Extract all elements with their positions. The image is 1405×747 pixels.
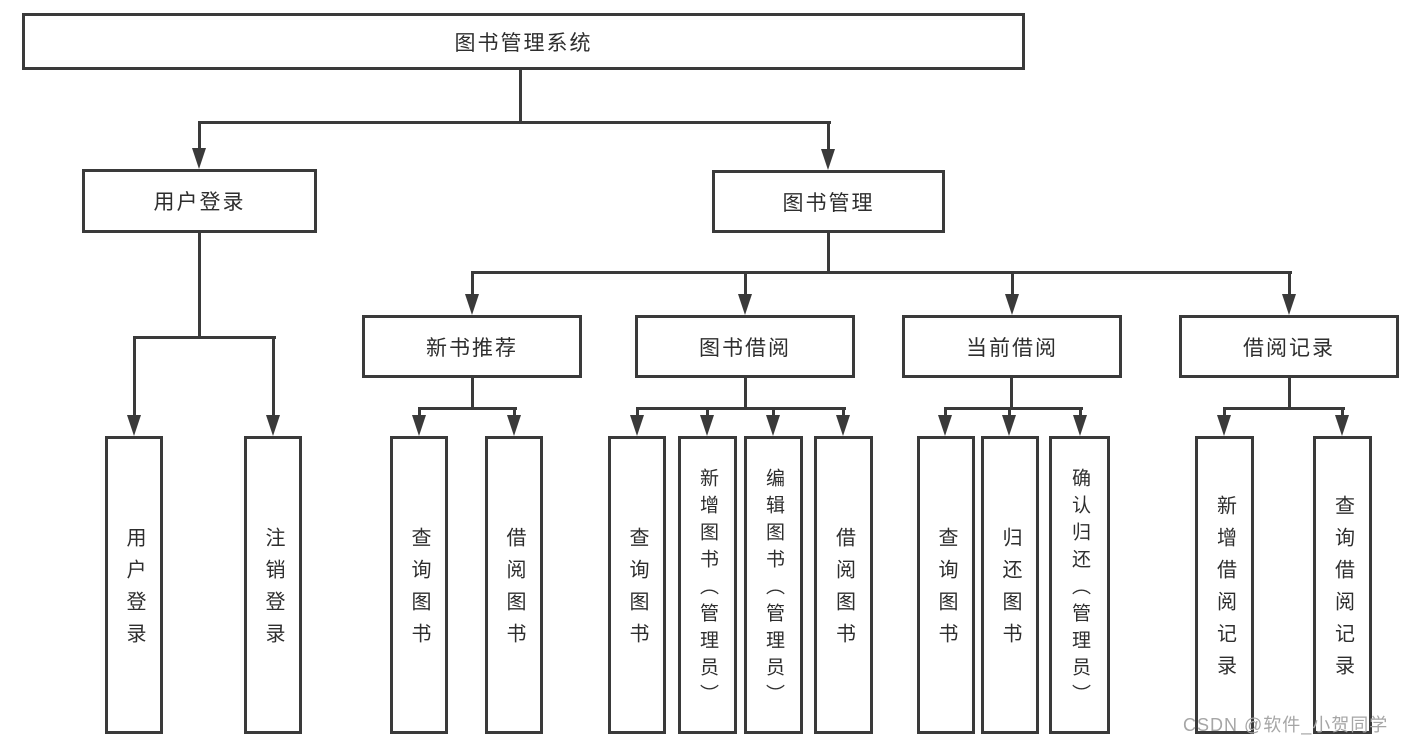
leaf-borrowing-borrow-books: 借阅图书 <box>814 436 873 734</box>
arrow-down-icon <box>630 415 644 436</box>
arrow-down-icon <box>1282 294 1296 315</box>
leaf-borrowing-borrow-books-label: 借阅图书 <box>832 527 855 655</box>
node-current-borrowing-label: 当前借阅 <box>966 336 1058 360</box>
connector-leaf-drop <box>272 336 275 417</box>
arrow-down-icon <box>700 415 714 436</box>
node-book-borrowing-label: 图书借阅 <box>699 336 791 360</box>
connector-level3-drop <box>1011 271 1014 297</box>
leaf-records-query-record-label: 查询借阅记录 <box>1331 495 1354 687</box>
connector-leaf-drop <box>1008 407 1011 418</box>
connector-leaf-drop <box>842 407 845 418</box>
leaf-newbooks-query-books: 查询图书 <box>390 436 448 734</box>
arrow-down-icon <box>1002 415 1016 436</box>
arrow-down-icon <box>766 415 780 436</box>
arrow-down-icon <box>507 415 521 436</box>
connector-leaf-drop <box>1079 407 1082 418</box>
connector-book-mgmt-drop <box>827 121 830 152</box>
connector-leaf-drop <box>1223 407 1226 418</box>
node-root-label: 图书管理系统 <box>454 31 593 55</box>
arrow-down-icon <box>1217 415 1231 436</box>
node-borrowing-records-label: 借阅记录 <box>1243 336 1335 360</box>
node-new-book-recommend: 新书推荐 <box>362 315 582 378</box>
connector-leaf-drop <box>944 407 947 418</box>
leaf-newbooks-query-books-label: 查询图书 <box>408 527 430 655</box>
node-root: 图书管理系统 <box>22 13 1025 70</box>
csdn-watermark: CSDN @软件_小贺同学 <box>1183 715 1389 735</box>
connector-level3-drop <box>744 271 747 297</box>
connector-level3-drop <box>1288 271 1291 297</box>
arrow-down-icon <box>938 415 952 436</box>
node-book-management-label: 图书管理 <box>782 191 875 215</box>
connector-leaf-drop <box>772 407 775 418</box>
leaf-user-login: 用户登录 <box>105 436 163 734</box>
connector-user-login-stem <box>198 233 201 339</box>
leaf-borrowing-query-books: 查询图书 <box>608 436 666 734</box>
leaf-borrowing-query-books-label: 查询图书 <box>626 527 648 655</box>
leaf-logout-label: 注销登录 <box>262 527 284 655</box>
connector-book-mgmt-stem <box>827 233 830 274</box>
connector-leaf-drop <box>706 407 709 418</box>
leaf-records-add-record-label: 新增借阅记录 <box>1213 495 1236 687</box>
leaf-current-confirm-return-admin: 确认归还（管理员） <box>1049 436 1110 734</box>
node-borrowing-records: 借阅记录 <box>1179 315 1399 378</box>
leaf-user-login-label: 用户登录 <box>123 527 145 655</box>
arrow-down-icon <box>266 415 280 436</box>
connector-book-borrowing-rail <box>636 407 846 410</box>
arrow-down-icon <box>412 415 426 436</box>
leaf-borrowing-edit-books-admin: 编辑图书（管理员） <box>744 436 803 734</box>
connector-new-books-rail <box>418 407 517 410</box>
arrow-down-icon <box>1335 415 1349 436</box>
arrow-down-icon <box>836 415 850 436</box>
arrow-down-icon <box>1073 415 1087 436</box>
leaf-current-query-books-label: 查询图书 <box>935 527 957 655</box>
leaf-records-add-record: 新增借阅记录 <box>1195 436 1254 734</box>
leaf-borrowing-add-books-admin: 新增图书（管理员） <box>678 436 737 734</box>
connector-user-login-drop <box>198 121 201 151</box>
connector-leaf-drop <box>513 407 516 418</box>
node-user-login: 用户登录 <box>82 169 317 233</box>
connector-new-books-stem <box>471 378 474 410</box>
connector-borrowing-records-rail <box>1223 407 1345 410</box>
connector-book-borrowing-stem <box>744 378 747 410</box>
connector-current-borrowing-stem <box>1010 378 1013 410</box>
arrow-down-icon <box>738 294 752 315</box>
connector-level2-rail <box>198 121 831 124</box>
leaf-newbooks-borrow-books: 借阅图书 <box>485 436 543 734</box>
leaf-records-query-record: 查询借阅记录 <box>1313 436 1372 734</box>
connector-user-login-rail <box>133 336 276 339</box>
arrow-down-icon <box>1005 294 1019 315</box>
leaf-logout: 注销登录 <box>244 436 302 734</box>
connector-leaf-drop <box>418 407 421 418</box>
node-book-management: 图书管理 <box>712 170 945 233</box>
connector-leaf-drop <box>636 407 639 418</box>
arrow-down-icon <box>127 415 141 436</box>
arrow-down-icon <box>465 294 479 315</box>
connector-level3-drop <box>471 271 474 297</box>
connector-leaf-drop <box>1341 407 1344 418</box>
connector-leaf-drop <box>133 336 136 417</box>
leaf-current-query-books: 查询图书 <box>917 436 975 734</box>
leaf-borrowing-edit-books-admin-label: 编辑图书（管理员） <box>763 467 784 711</box>
connector-borrowing-records-stem <box>1288 378 1291 410</box>
node-book-borrowing: 图书借阅 <box>635 315 855 378</box>
node-current-borrowing: 当前借阅 <box>902 315 1122 378</box>
node-new-book-recommend-label: 新书推荐 <box>426 336 518 360</box>
connector-current-borrowing-rail <box>944 407 1083 410</box>
arrow-down-icon <box>192 148 206 169</box>
node-user-login-label: 用户登录 <box>153 191 246 214</box>
connector-level3-rail <box>471 271 1292 274</box>
connector-root-stem <box>519 69 522 124</box>
leaf-newbooks-borrow-books-label: 借阅图书 <box>503 527 525 655</box>
arrow-down-icon <box>821 149 835 170</box>
leaf-current-return-books: 归还图书 <box>981 436 1039 734</box>
leaf-current-confirm-return-admin-label: 确认归还（管理员） <box>1069 467 1090 711</box>
leaf-borrowing-add-books-admin-label: 新增图书（管理员） <box>697 467 718 711</box>
leaf-current-return-books-label: 归还图书 <box>999 527 1021 655</box>
